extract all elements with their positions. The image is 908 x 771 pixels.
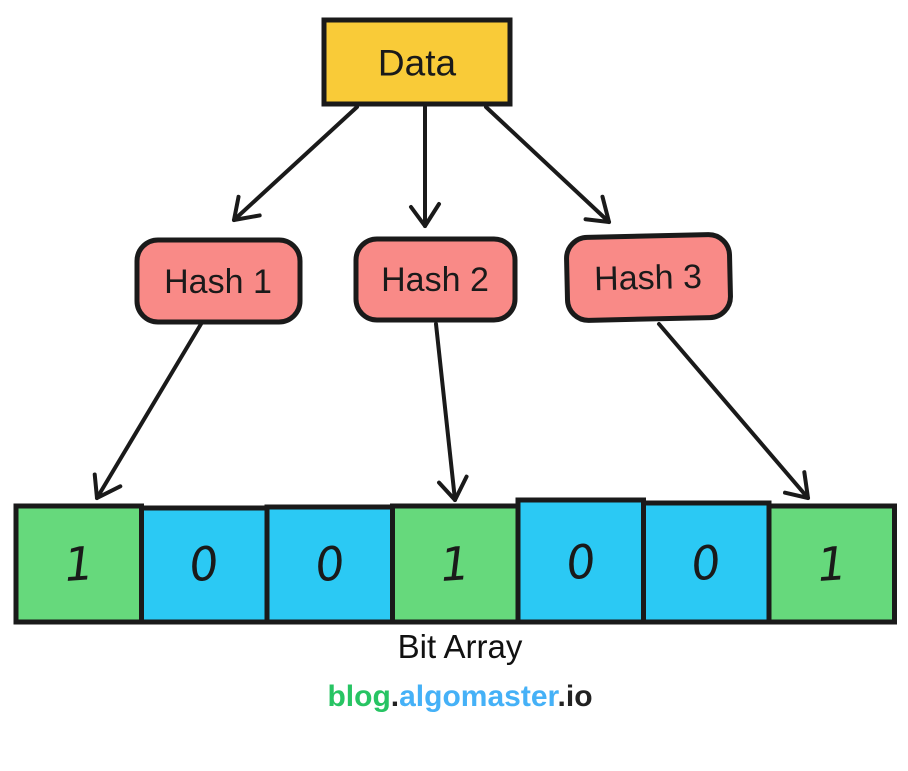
bit-array-cell: 0: [641, 500, 772, 625]
bit-array-cell-rect: [139, 505, 270, 625]
branding-text: blog.algomaster.io: [327, 680, 592, 713]
branding-blog: blog: [327, 680, 390, 713]
hash1-box: Hash 1: [134, 237, 303, 325]
arrow-hash2-to-cell4: [434, 322, 469, 502]
bit-array-caption: Bit Array: [398, 628, 523, 665]
hash3-box: Hash 3: [564, 232, 733, 323]
data-box-rect: [321, 17, 513, 107]
branding-algomaster: algomaster: [399, 680, 559, 713]
hash2-box-label: Hash 2: [381, 261, 489, 299]
bit-array-cell: 1: [13, 503, 144, 625]
bit-array-cell-rect: [641, 500, 772, 625]
branding-dot1: .: [391, 680, 399, 713]
bit-array-cell: 0: [264, 504, 395, 625]
bit-array-cell: 1: [390, 503, 521, 625]
arrow-hash3-to-cell7: [657, 322, 810, 500]
hash1-box-rect: [134, 237, 303, 325]
hash1-box-label: Hash 1: [164, 263, 272, 301]
bit-array-cell-rect: [13, 503, 144, 625]
branding-dot2: .: [558, 680, 566, 713]
hash3-box-label: Hash 3: [594, 258, 703, 298]
hash3-box-rect: [564, 232, 733, 323]
arrow-data-to-hash3: [484, 105, 611, 224]
bit-array: 1 0 0 1 0 0 1: [13, 497, 897, 625]
hash2-box-rect: [353, 236, 518, 323]
bit-array-cell-rect: [390, 503, 521, 625]
bit-array-cell-value: 1: [439, 536, 472, 592]
bit-array-cell: 1: [766, 503, 897, 625]
bit-array-cell: 0: [515, 497, 646, 625]
bit-array-cell: 0: [139, 505, 270, 625]
arrow-data-to-hash1: [232, 105, 359, 222]
bit-array-cell-rect: [766, 503, 897, 625]
hash2-box: Hash 2: [353, 236, 518, 323]
bit-array-cell-value: 1: [63, 536, 96, 592]
data-box-label: Data: [378, 43, 457, 84]
arrow-hash1-to-cell1: [92, 322, 203, 500]
bit-array-cell-value: 1: [816, 536, 849, 592]
branding-io: io: [566, 680, 593, 713]
bit-array-cell-rect: [264, 504, 395, 625]
data-box: Data: [321, 17, 513, 107]
